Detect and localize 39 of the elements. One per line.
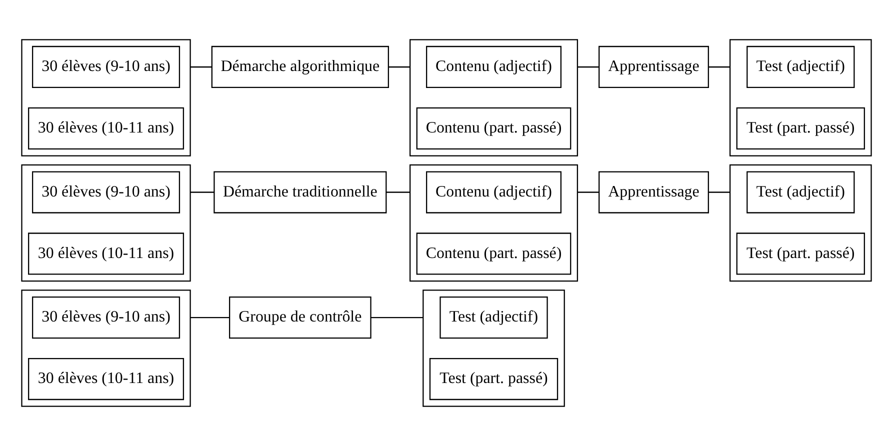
node-box: 30 élèves (10-11 ans) xyxy=(28,232,184,275)
node-box: 30 élèves (9-10 ans) xyxy=(32,296,180,339)
connector xyxy=(577,66,599,68)
cluster xyxy=(410,164,578,282)
node-box: Contenu (part. passé) xyxy=(416,107,572,150)
connector xyxy=(388,66,410,68)
node-box: Test (adjectif) xyxy=(440,296,548,339)
node-box: Test (part. passé) xyxy=(736,232,865,275)
node-box: Contenu (adjectif) xyxy=(426,46,562,88)
node-box: Contenu (part. passé) xyxy=(416,232,572,275)
node-box: Test (adjectif) xyxy=(746,46,855,88)
cluster xyxy=(21,39,191,156)
connector xyxy=(708,192,730,193)
node-box: Apprentissage xyxy=(598,171,709,214)
cluster xyxy=(410,39,578,156)
connector xyxy=(370,316,424,318)
cluster xyxy=(422,290,565,407)
node-box: Apprentissage xyxy=(598,46,709,88)
cluster xyxy=(729,39,872,156)
node-box: Démarche traditionnelle xyxy=(214,171,387,214)
node-box: Démarche algorithmique xyxy=(211,46,389,88)
node-box: Test (part. passé) xyxy=(736,107,865,150)
node-box: Test (adjectif) xyxy=(746,171,855,214)
cluster xyxy=(21,164,191,282)
node-box: Test (part. passé) xyxy=(429,358,558,400)
connector xyxy=(386,192,410,193)
node-box: 30 élèves (10-11 ans) xyxy=(28,107,184,150)
connector xyxy=(190,316,230,318)
node-box: Groupe de contrôle xyxy=(229,296,372,339)
connector xyxy=(577,192,599,193)
node-box: 30 élèves (10-11 ans) xyxy=(28,358,184,400)
cluster xyxy=(729,164,872,282)
cluster xyxy=(21,290,191,407)
connector xyxy=(190,192,214,193)
connector xyxy=(708,66,730,68)
node-box: 30 élèves (9-10 ans) xyxy=(32,46,180,88)
connector xyxy=(190,66,212,68)
node-box: Contenu (adjectif) xyxy=(426,171,562,214)
node-box: 30 élèves (9-10 ans) xyxy=(32,171,180,214)
